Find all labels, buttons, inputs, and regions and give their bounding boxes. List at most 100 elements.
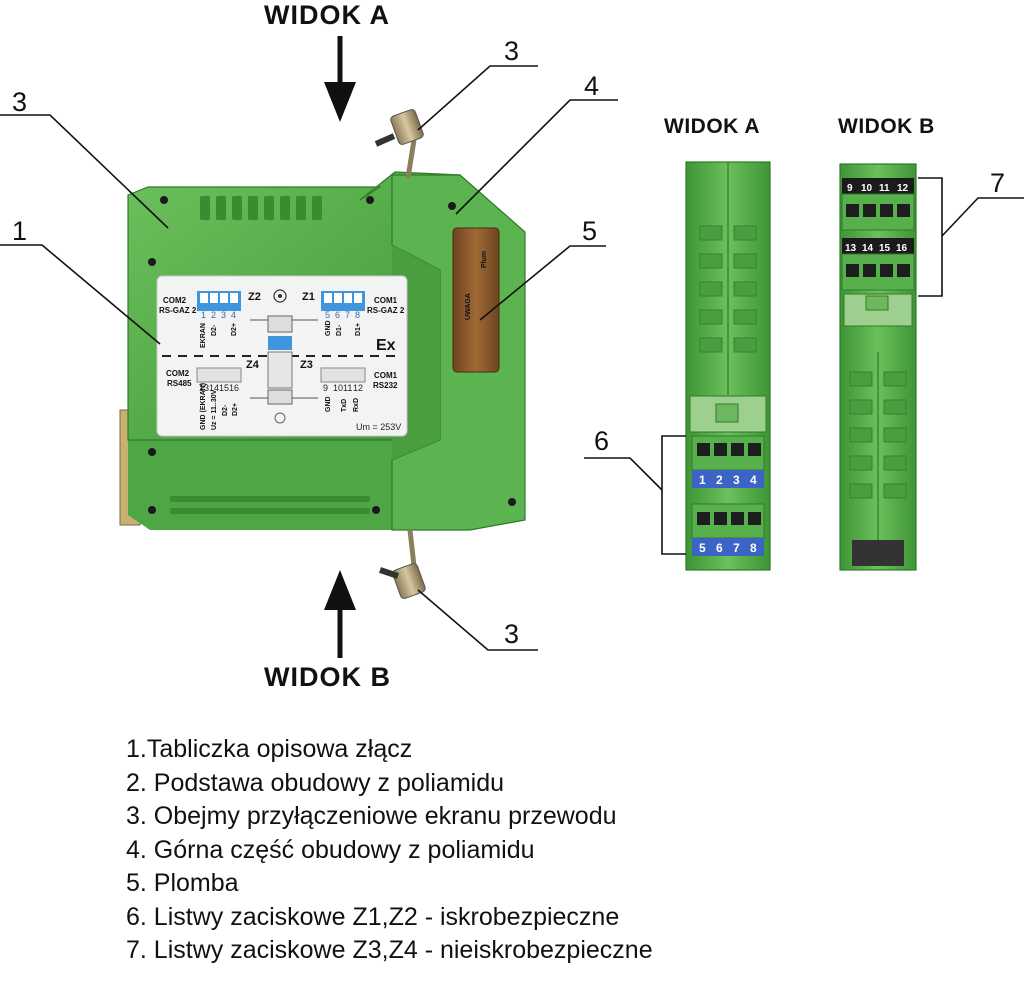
- callout-3-bottom: 3: [504, 619, 519, 649]
- pin-z3-10: 10: [333, 383, 343, 393]
- terminal-b-9: 9: [847, 183, 853, 194]
- z1-signal-d1plus: D1+: [355, 323, 362, 336]
- z3-signal-gnd: GND: [325, 396, 332, 412]
- pin-z4-16: 16: [229, 383, 239, 393]
- terminal-a-2: 2: [716, 473, 723, 487]
- dip-switch-z2: [197, 291, 241, 311]
- shield-clamp-bottom: [379, 529, 426, 599]
- callout-6: 6: [594, 426, 609, 456]
- legend-item-2: 2. Podstawa obudowy z poliamidu: [126, 768, 505, 797]
- terminal-b-14: 14: [862, 243, 874, 254]
- plate-rs-gaz-right: RS-GAZ 2: [367, 306, 405, 315]
- plate-rs485: RS485: [167, 379, 192, 388]
- z3-signal-txd: TxD: [341, 399, 348, 412]
- terminal-a-4: 4: [750, 473, 757, 487]
- pin-z1-6: 6: [335, 310, 340, 320]
- pin-z1-7: 7: [345, 310, 350, 320]
- shield-clamp-top: [374, 109, 424, 179]
- pin-z2-1: 1: [201, 310, 206, 320]
- side-view-a: 1 2 3 4 5 6 7 8: [685, 161, 771, 571]
- pin-z4-14: 14: [209, 383, 219, 393]
- z4-signal-uz: Uz = 11..30V: [211, 389, 218, 430]
- terminal-block-a-bottom: [691, 503, 765, 556]
- terminal-a-3: 3: [733, 473, 740, 487]
- z1-signal-gnd: GND: [325, 320, 332, 336]
- terminal-b-11: 11: [879, 183, 890, 194]
- plate-ex-mark: Ex: [376, 337, 396, 354]
- terminal-b-12: 12: [897, 183, 909, 194]
- legend-item-1: 1.Tabliczka opisowa złącz: [126, 735, 413, 763]
- plate-com1-top: COM1: [374, 296, 398, 305]
- housing-ribs: [200, 196, 322, 220]
- pin-z2-4: 4: [231, 310, 236, 320]
- z4-signal-gnd: GND (EKRAN): [200, 383, 207, 430]
- plate-com1-bottom: COM1: [374, 371, 398, 380]
- plate-rs232: RS232: [373, 381, 398, 390]
- z1-signal-d1minus: D1-: [336, 324, 343, 336]
- plate-z2: Z2: [248, 291, 261, 303]
- terminal-b-15: 15: [879, 243, 891, 254]
- seal: [452, 227, 500, 373]
- seal-text-1: UWAGA: [465, 293, 472, 320]
- plate-com2-bottom: COM2: [166, 369, 190, 378]
- pin-z4-13: 13: [199, 383, 209, 393]
- z4-signal-d2minus: D2-: [222, 404, 229, 416]
- legend-item-3: 3. Obejmy przyłączeniowe ekranu przewodu: [126, 802, 617, 830]
- callout-5: 5: [582, 216, 597, 246]
- side-view-b: 9 10 11 12 13 14 15 16: [839, 163, 917, 571]
- view-a-main-title: WIDOK A: [264, 0, 390, 30]
- device-front: UWAGA Plum COM2 RS-GAZ 2 1 2 3 4 Z2 EKRA…: [119, 109, 526, 599]
- view-b-side-title: WIDOK B: [838, 115, 935, 138]
- dip-switch-z1: [321, 291, 365, 311]
- callout-7: 7: [990, 168, 1005, 198]
- plate-z1: Z1: [302, 291, 315, 303]
- view-b-main-title: WIDOK B: [264, 662, 391, 692]
- pin-z2-2: 2: [211, 310, 216, 320]
- pin-z2-3: 3: [221, 310, 226, 320]
- plate-rs-gaz-left: RS-GAZ 2: [159, 306, 197, 315]
- side-b-grille: [849, 371, 907, 499]
- view-a-side-title: WIDOK A: [664, 115, 760, 138]
- legend-list: 1.Tabliczka opisowa złącz 2. Podstawa ob…: [126, 733, 826, 968]
- pin-z3-11: 11: [343, 383, 352, 393]
- seal-text-2: Plum: [481, 251, 488, 268]
- terminal-block-b-top: [841, 178, 915, 231]
- terminal-z4: [196, 367, 242, 383]
- terminal-block-b-bottom: [841, 238, 915, 291]
- legend-item-4: 4. Górna część obudowy z poliamidu: [126, 835, 535, 864]
- plate-z3: Z3: [300, 359, 313, 371]
- pin-z1-8: 8: [355, 310, 360, 320]
- terminal-z3: [320, 367, 366, 383]
- plate-com2-top: COM2: [163, 296, 187, 305]
- z2-signal-d2plus: D2+: [231, 323, 238, 336]
- callout-1: 1: [12, 216, 27, 246]
- arrow-down-icon: [324, 36, 356, 122]
- side-a-grille: [699, 225, 757, 353]
- callout-3-top: 3: [504, 36, 519, 66]
- terminal-a-5: 5: [699, 541, 706, 555]
- z3-signal-rxd: RxD: [353, 398, 360, 412]
- callout-4: 4: [584, 71, 599, 101]
- z4-signal-d2plus: D2+: [232, 403, 239, 416]
- pin-z3-9: 9: [323, 383, 328, 393]
- terminal-a-1: 1: [699, 473, 706, 487]
- pin-z1-5: 5: [325, 310, 330, 320]
- callout-2: 3: [12, 87, 27, 117]
- z2-signal-ekran: EKRAN: [200, 323, 207, 348]
- terminal-b-10: 10: [861, 183, 873, 194]
- callout-leaders: [0, 65, 1024, 651]
- plate-z4: Z4: [246, 359, 260, 371]
- terminal-block-a-top: [691, 435, 765, 488]
- housing-ribs-bottom: [170, 496, 370, 514]
- legend-item-7: 7. Listwy zaciskowe Z3,Z4 - nieiskrobezp…: [126, 936, 653, 964]
- terminal-b-13: 13: [845, 243, 857, 254]
- terminal-b-16: 16: [896, 243, 908, 254]
- terminal-a-7: 7: [733, 541, 740, 555]
- pin-z4-15: 15: [219, 383, 229, 393]
- plate-voltage: Um = 253V: [356, 422, 401, 432]
- terminal-a-8: 8: [750, 541, 757, 555]
- legend-item-5: 5. Plomba: [126, 869, 239, 897]
- housing-screws: [148, 196, 516, 514]
- terminal-a-6: 6: [716, 541, 723, 555]
